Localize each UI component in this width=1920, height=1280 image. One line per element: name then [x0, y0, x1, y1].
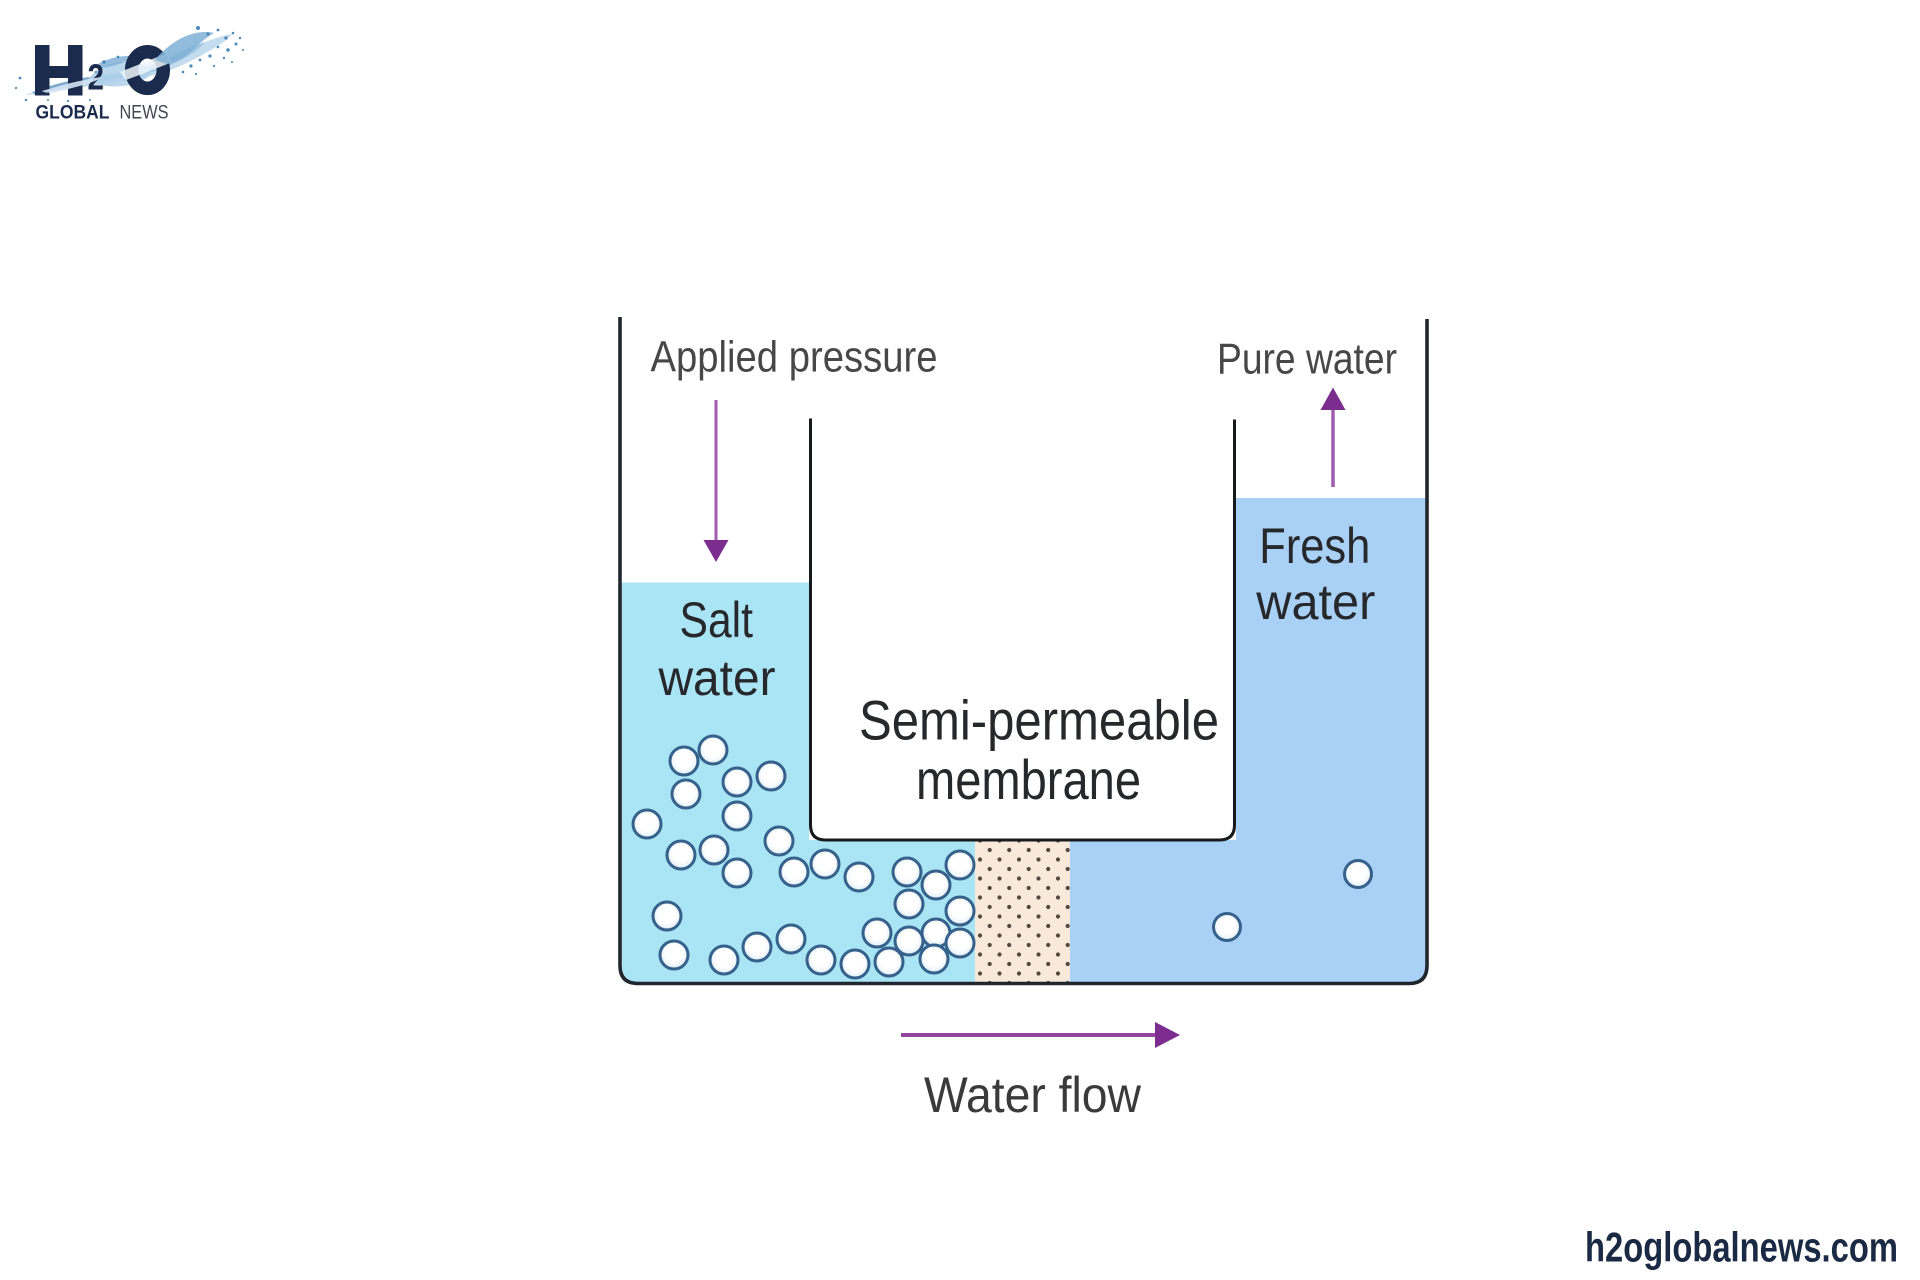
- svg-text:h2oglobalnews.com: h2oglobalnews.com: [1585, 1224, 1898, 1271]
- svg-text:NEWS: NEWS: [120, 102, 169, 124]
- svg-text:Applied pressure: Applied pressure: [651, 333, 938, 382]
- svg-text:GLOBAL: GLOBAL: [36, 102, 110, 124]
- svg-text:membrane: membrane: [916, 748, 1141, 811]
- svg-text:Water flow: Water flow: [924, 1067, 1142, 1123]
- svg-text:2: 2: [88, 57, 105, 98]
- svg-text:water: water: [1255, 574, 1375, 630]
- svg-text:Semi-permeable: Semi-permeable: [859, 688, 1219, 751]
- svg-text:Pure water: Pure water: [1217, 335, 1397, 384]
- svg-text:water: water: [658, 650, 776, 706]
- svg-text:Fresh: Fresh: [1259, 518, 1370, 574]
- svg-text:Salt: Salt: [680, 592, 754, 648]
